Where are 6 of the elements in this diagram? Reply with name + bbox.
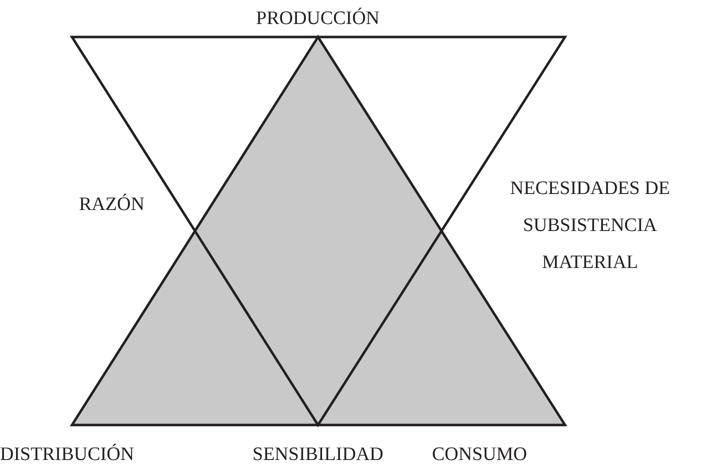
vertex-label: RAZÓN <box>79 192 144 217</box>
vertex-label: SENSIBILIDAD <box>252 443 384 467</box>
vertex-label: NECESIDADES DE SUBSISTENCIA MATERIAL <box>509 177 671 275</box>
vertex-label: CONSUMO <box>432 443 528 467</box>
vertex-label: DISTRIBUCIÓN <box>0 442 134 467</box>
vertex-label: PRODUCCIÓN <box>256 6 380 31</box>
